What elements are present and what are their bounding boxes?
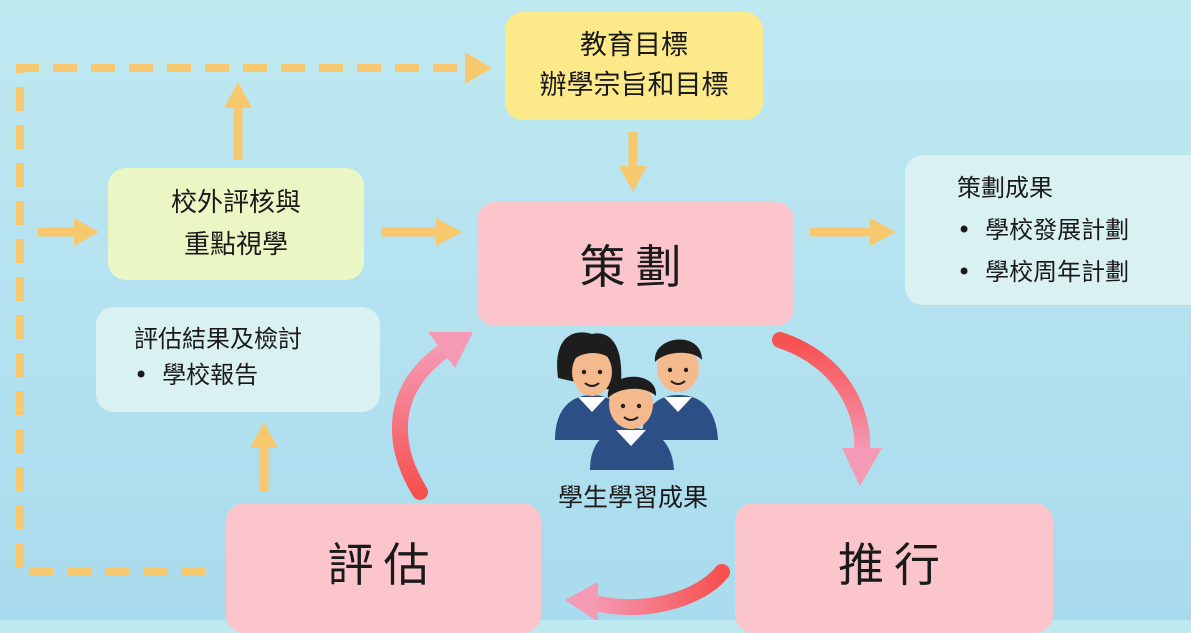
connector-layer <box>16 52 896 620</box>
evaluation-label: 評估 <box>327 538 440 592</box>
boy-figure <box>642 339 718 440</box>
evaluation-box: 評估 <box>226 503 541 633</box>
implementation-label: 推行 <box>838 538 950 592</box>
education-goal-line1: 教育目標 <box>580 30 688 61</box>
education-goal-box: 教育目標 辦學宗旨和目標 <box>505 12 763 120</box>
planning-results-item: 學校周年計劃 <box>957 251 1191 293</box>
cycle-arrow-eval-to-plan <box>391 332 473 500</box>
implementation-box: 推行 <box>735 503 1053 633</box>
planning-results-item-text: 學校發展計劃 <box>985 216 1130 244</box>
external-review-line1: 校外評核與 <box>170 188 301 218</box>
cycle-arrow-plan-to-impl <box>772 332 882 486</box>
external-review-line2: 重點視學 <box>183 230 288 260</box>
front-boy-figure <box>590 376 674 470</box>
dashed-loop-arrowhead <box>465 52 492 84</box>
external-review-box: 校外評核與 重點視學 <box>108 168 364 280</box>
student-outcomes-label: 學生學習成果 <box>557 483 708 512</box>
education-goal-line2: 辦學宗旨和目標 <box>539 70 729 101</box>
evaluation-review-item: 學校報告 <box>134 357 380 393</box>
girl-figure <box>555 332 630 440</box>
planning-results-item-text: 學校周年計劃 <box>985 258 1130 286</box>
planning-results-title: 策劃成果 <box>957 174 1053 202</box>
students-icon <box>555 332 718 470</box>
evaluation-review-title: 評估結果及檢討 <box>134 325 302 353</box>
planning-results-item: 學校發展計劃 <box>957 209 1191 251</box>
orange-arrows <box>38 82 896 492</box>
planning-results-box: 策劃成果 學校發展計劃 學校周年計劃 <box>905 155 1191 305</box>
dashed-feedback-loop <box>16 64 470 576</box>
cycle-arrow-impl-to-eval <box>565 564 730 620</box>
evaluation-review-item-text: 學校報告 <box>162 361 259 389</box>
evaluation-review-box: 評估結果及檢討 學校報告 <box>96 307 380 412</box>
planning-label: 策劃 <box>579 240 692 294</box>
planning-box: 策劃 <box>477 202 794 326</box>
